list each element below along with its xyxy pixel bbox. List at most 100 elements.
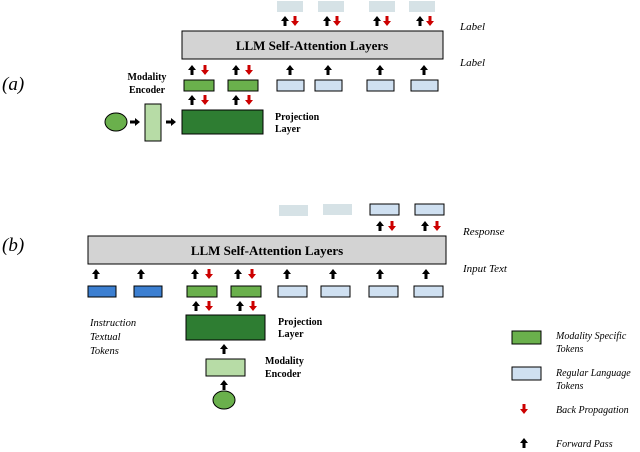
forward-pass-arrow (323, 16, 331, 26)
back-propagation-arrow (291, 16, 299, 26)
forward-pass-arrow (376, 65, 384, 75)
panel-b: (b) Response LLM Self-Attention Layers I… (2, 203, 508, 410)
regular-token (413, 285, 444, 298)
encoder-label-line1: Modality (128, 72, 167, 83)
modality-token (230, 285, 262, 298)
forward-pass-arrow (234, 269, 242, 279)
response-token (369, 203, 400, 216)
projection-label-line1: Projection (278, 317, 323, 328)
instruction-label-line1: Instruction (89, 318, 136, 329)
instruction-token (133, 285, 163, 298)
regular-token (276, 79, 305, 92)
legend: Modality Specific Tokens Regular Languag… (511, 330, 631, 450)
response-token (279, 205, 308, 216)
forward-pass-arrow (283, 269, 291, 279)
regular-token (320, 285, 351, 298)
forward-pass-arrow (416, 16, 424, 26)
forward-pass-arrow (281, 16, 289, 26)
flow-arrow (130, 118, 140, 126)
projection-label-line2: Layer (275, 124, 301, 135)
forward-pass-arrow (232, 95, 240, 105)
back-propagation-arrow (333, 16, 341, 26)
forward-pass-arrow (286, 65, 294, 75)
legend-modality-line1: Modality Specific (555, 331, 627, 342)
layer-title: LLM Self-Attention Layers (191, 243, 343, 258)
legend-forward-pass-label: Forward Pass (555, 439, 613, 450)
back-propagation-arrow (383, 16, 391, 26)
back-propagation-arrow (426, 16, 434, 26)
label-token (277, 1, 303, 12)
regular-token (368, 285, 399, 298)
response-token (414, 203, 445, 216)
response-label: Response (462, 226, 505, 238)
forward-pass-arrow (188, 65, 196, 75)
regular-token (410, 79, 439, 92)
forward-pass-arrow (220, 344, 228, 354)
instruction-token (87, 285, 117, 298)
label-token (318, 1, 344, 12)
forward-pass-arrow (373, 16, 381, 26)
forward-pass-arrow (191, 269, 199, 279)
input-text-label: Input Text (462, 263, 508, 275)
legend-modality-line2: Tokens (556, 344, 584, 355)
panel-a-tag: (a) (2, 74, 24, 95)
forward-pass-arrow (422, 269, 430, 279)
legend-forward-pass-icon (520, 438, 528, 448)
modality-input-node (212, 390, 236, 410)
back-propagation-arrow (245, 65, 253, 75)
forward-pass-arrow (92, 269, 100, 279)
back-propagation-arrow (205, 301, 213, 311)
legend-regular-line1: Regular Language (555, 368, 631, 379)
forward-pass-arrow (137, 269, 145, 279)
projection-layer (181, 109, 264, 135)
forward-pass-arrow (376, 269, 384, 279)
back-propagation-arrow (201, 95, 209, 105)
forward-pass-arrow (192, 301, 200, 311)
forward-pass-arrow (324, 65, 332, 75)
forward-pass-arrow (232, 65, 240, 75)
back-propagation-arrow (433, 221, 441, 231)
llm-self-attention-layers (181, 30, 444, 60)
forward-pass-arrow (421, 221, 429, 231)
forward-pass-arrow (376, 221, 384, 231)
modality-encoder (144, 103, 162, 142)
forward-pass-arrow (329, 269, 337, 279)
regular-token (314, 79, 343, 92)
modality-token (227, 79, 259, 92)
legend-back-propagation-label: Back Propagation (556, 405, 629, 416)
forward-pass-arrow (188, 95, 196, 105)
projection-label-line1: Projection (275, 112, 320, 123)
legend-modality-swatch (511, 330, 542, 345)
label-token (409, 1, 435, 12)
back-propagation-arrow (201, 65, 209, 75)
llm-self-attention-layers (87, 235, 447, 265)
modality-token (183, 79, 215, 92)
panel-b-tag: (b) (2, 235, 24, 256)
back-propagation-arrow (388, 221, 396, 231)
instruction-label-line2: Textual (90, 332, 121, 343)
modality-input-node (104, 112, 128, 132)
legend-regular-line2: Tokens (556, 381, 584, 392)
instruction-label-line3: Tokens (90, 346, 119, 357)
encoder-label-line2: Encoder (265, 369, 302, 380)
projection-label-line2: Layer (278, 329, 304, 340)
label-token (369, 1, 395, 12)
forward-pass-arrow (236, 301, 244, 311)
back-propagation-arrow (248, 269, 256, 279)
back-propagation-arrow (205, 269, 213, 279)
legend-back-propagation-icon (520, 404, 528, 414)
label-mid-text: Label (459, 57, 485, 69)
regular-token (277, 285, 308, 298)
response-token (323, 204, 352, 215)
back-propagation-arrow (245, 95, 253, 105)
legend-regular-swatch (511, 366, 542, 381)
projection-layer (185, 314, 266, 341)
panel-a: (a) Label LLM Self-Attention Layers Labe… (2, 1, 485, 142)
encoder-label-line1: Modality (265, 356, 304, 367)
forward-pass-arrow (420, 65, 428, 75)
forward-pass-arrow (220, 380, 228, 390)
layer-title: LLM Self-Attention Layers (236, 38, 388, 53)
flow-arrow (166, 118, 176, 126)
encoder-label-line2: Encoder (129, 85, 166, 96)
label-top-text: Label (459, 21, 485, 33)
